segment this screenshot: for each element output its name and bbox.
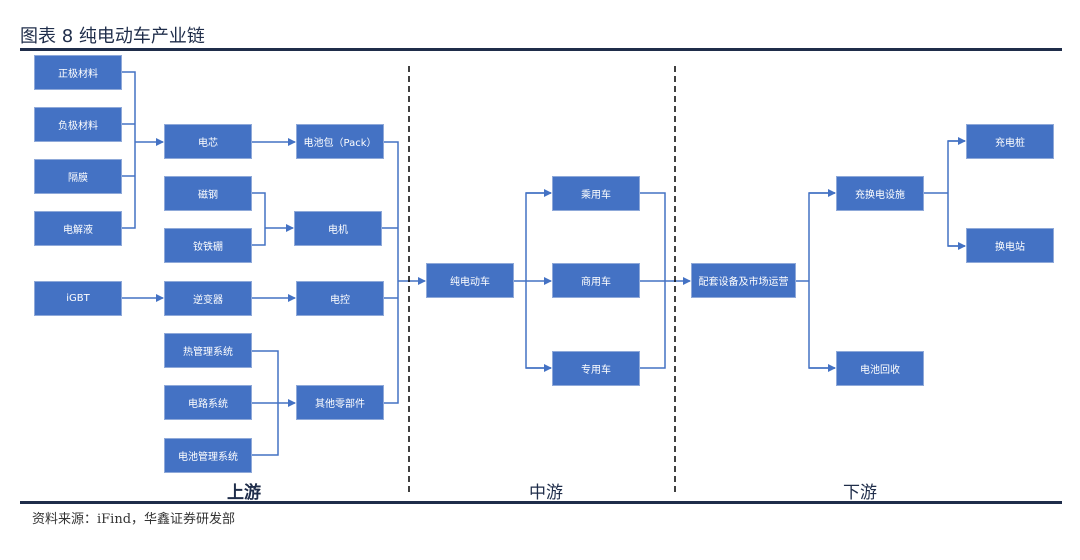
bottom-rule xyxy=(20,501,1062,504)
node-motor: 电机 xyxy=(294,211,382,246)
node-electric-control: 电控 xyxy=(296,281,384,316)
node-commercial-car: 商用车 xyxy=(552,263,640,298)
node-passenger-car: 乘用车 xyxy=(552,176,640,211)
node-bev: 纯电动车 xyxy=(426,263,514,298)
connector-ops-split xyxy=(808,192,835,369)
source-note: 资料来源：iFind，华鑫证券研发部 xyxy=(32,512,236,527)
node-igbt: iGBT xyxy=(34,281,122,316)
node-magnet-steel: 磁钢 xyxy=(164,176,252,211)
node-other-parts: 其他零部件 xyxy=(296,385,384,420)
node-anode: 负极材料 xyxy=(34,107,122,142)
node-bms: 电池管理系统 xyxy=(164,438,252,473)
node-inverter: 逆变器 xyxy=(164,281,252,316)
node-battery-pack: 电池包（Pack） xyxy=(296,124,384,159)
connector-upstream-bus xyxy=(383,141,399,404)
node-cathode: 正极材料 xyxy=(34,55,122,90)
node-electrolyte: 电解液 xyxy=(34,211,122,246)
node-ndfeb: 钕铁硼 xyxy=(164,228,252,263)
connector-motor-bus xyxy=(251,192,266,246)
node-swap-station: 换电站 xyxy=(966,228,1054,263)
figure-title: 图表 8 纯电动车产业链 xyxy=(20,26,205,47)
node-circuit-system: 电路系统 xyxy=(164,385,252,420)
connector-charging-split xyxy=(947,140,965,247)
node-special-car: 专用车 xyxy=(552,351,640,386)
node-supporting-ops: 配套设备及市场运营 xyxy=(691,263,796,298)
node-thermal-mgmt: 热管理系统 xyxy=(164,333,252,368)
node-battery-recycling: 电池回收 xyxy=(836,351,924,386)
node-cell: 电芯 xyxy=(164,124,252,159)
node-charging-swap: 充换电设施 xyxy=(836,176,924,211)
stage-label-midstream: 中游 xyxy=(529,483,563,503)
connector-materials-bus xyxy=(121,71,136,229)
node-separator: 隔膜 xyxy=(34,159,122,194)
node-charging-pile: 充电桩 xyxy=(966,124,1054,159)
stage-label-upstream: 上游 xyxy=(227,483,261,503)
stage-label-downstream: 下游 xyxy=(843,483,877,503)
top-rule xyxy=(20,48,1062,51)
